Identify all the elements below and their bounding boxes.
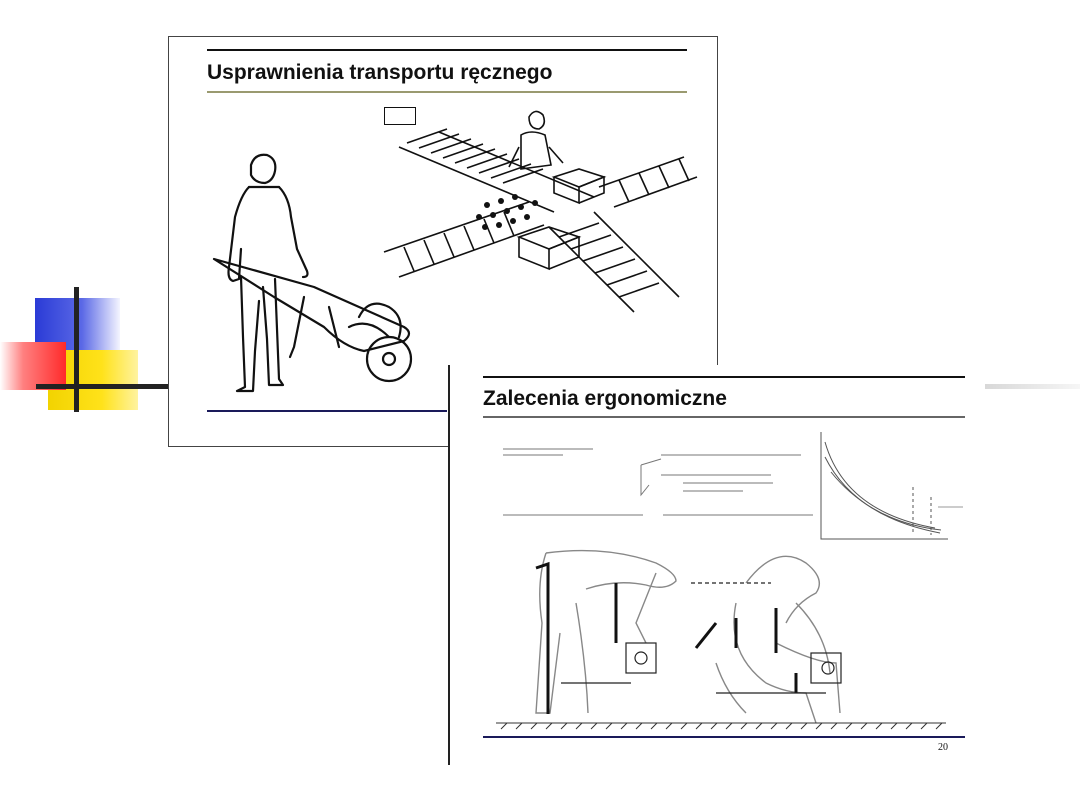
page-number: 20 bbox=[938, 742, 948, 753]
slide-left-border bbox=[448, 365, 450, 765]
slide-bottom-rule bbox=[207, 410, 447, 412]
slide-title: Zalecenia ergonomiczne bbox=[483, 387, 727, 410]
slide-bottom-rule bbox=[483, 736, 965, 738]
decor-vertical-bar bbox=[74, 287, 79, 412]
slide-title: Usprawnienia transportu ręcznego bbox=[207, 61, 553, 84]
lifting-posture-illustration bbox=[496, 549, 946, 730]
slide-top-rule bbox=[207, 49, 687, 51]
empty-label-box bbox=[384, 107, 416, 125]
roller-conveyor-illustration bbox=[383, 110, 698, 313]
slide-title-underline bbox=[207, 91, 687, 93]
decor-red-square bbox=[0, 342, 66, 390]
decor-horizontal-bar bbox=[36, 384, 171, 389]
slide-top-rule bbox=[483, 376, 965, 378]
decor-right-rule bbox=[985, 384, 1080, 389]
wheelbarrow-illustration bbox=[212, 153, 413, 393]
load-curve-figure bbox=[820, 432, 963, 540]
slide-title-underline bbox=[483, 416, 965, 418]
force-vector-diagram bbox=[503, 448, 813, 516]
slide-ergonomic-recommendations: Zalecenia ergonomiczne bbox=[448, 365, 978, 765]
